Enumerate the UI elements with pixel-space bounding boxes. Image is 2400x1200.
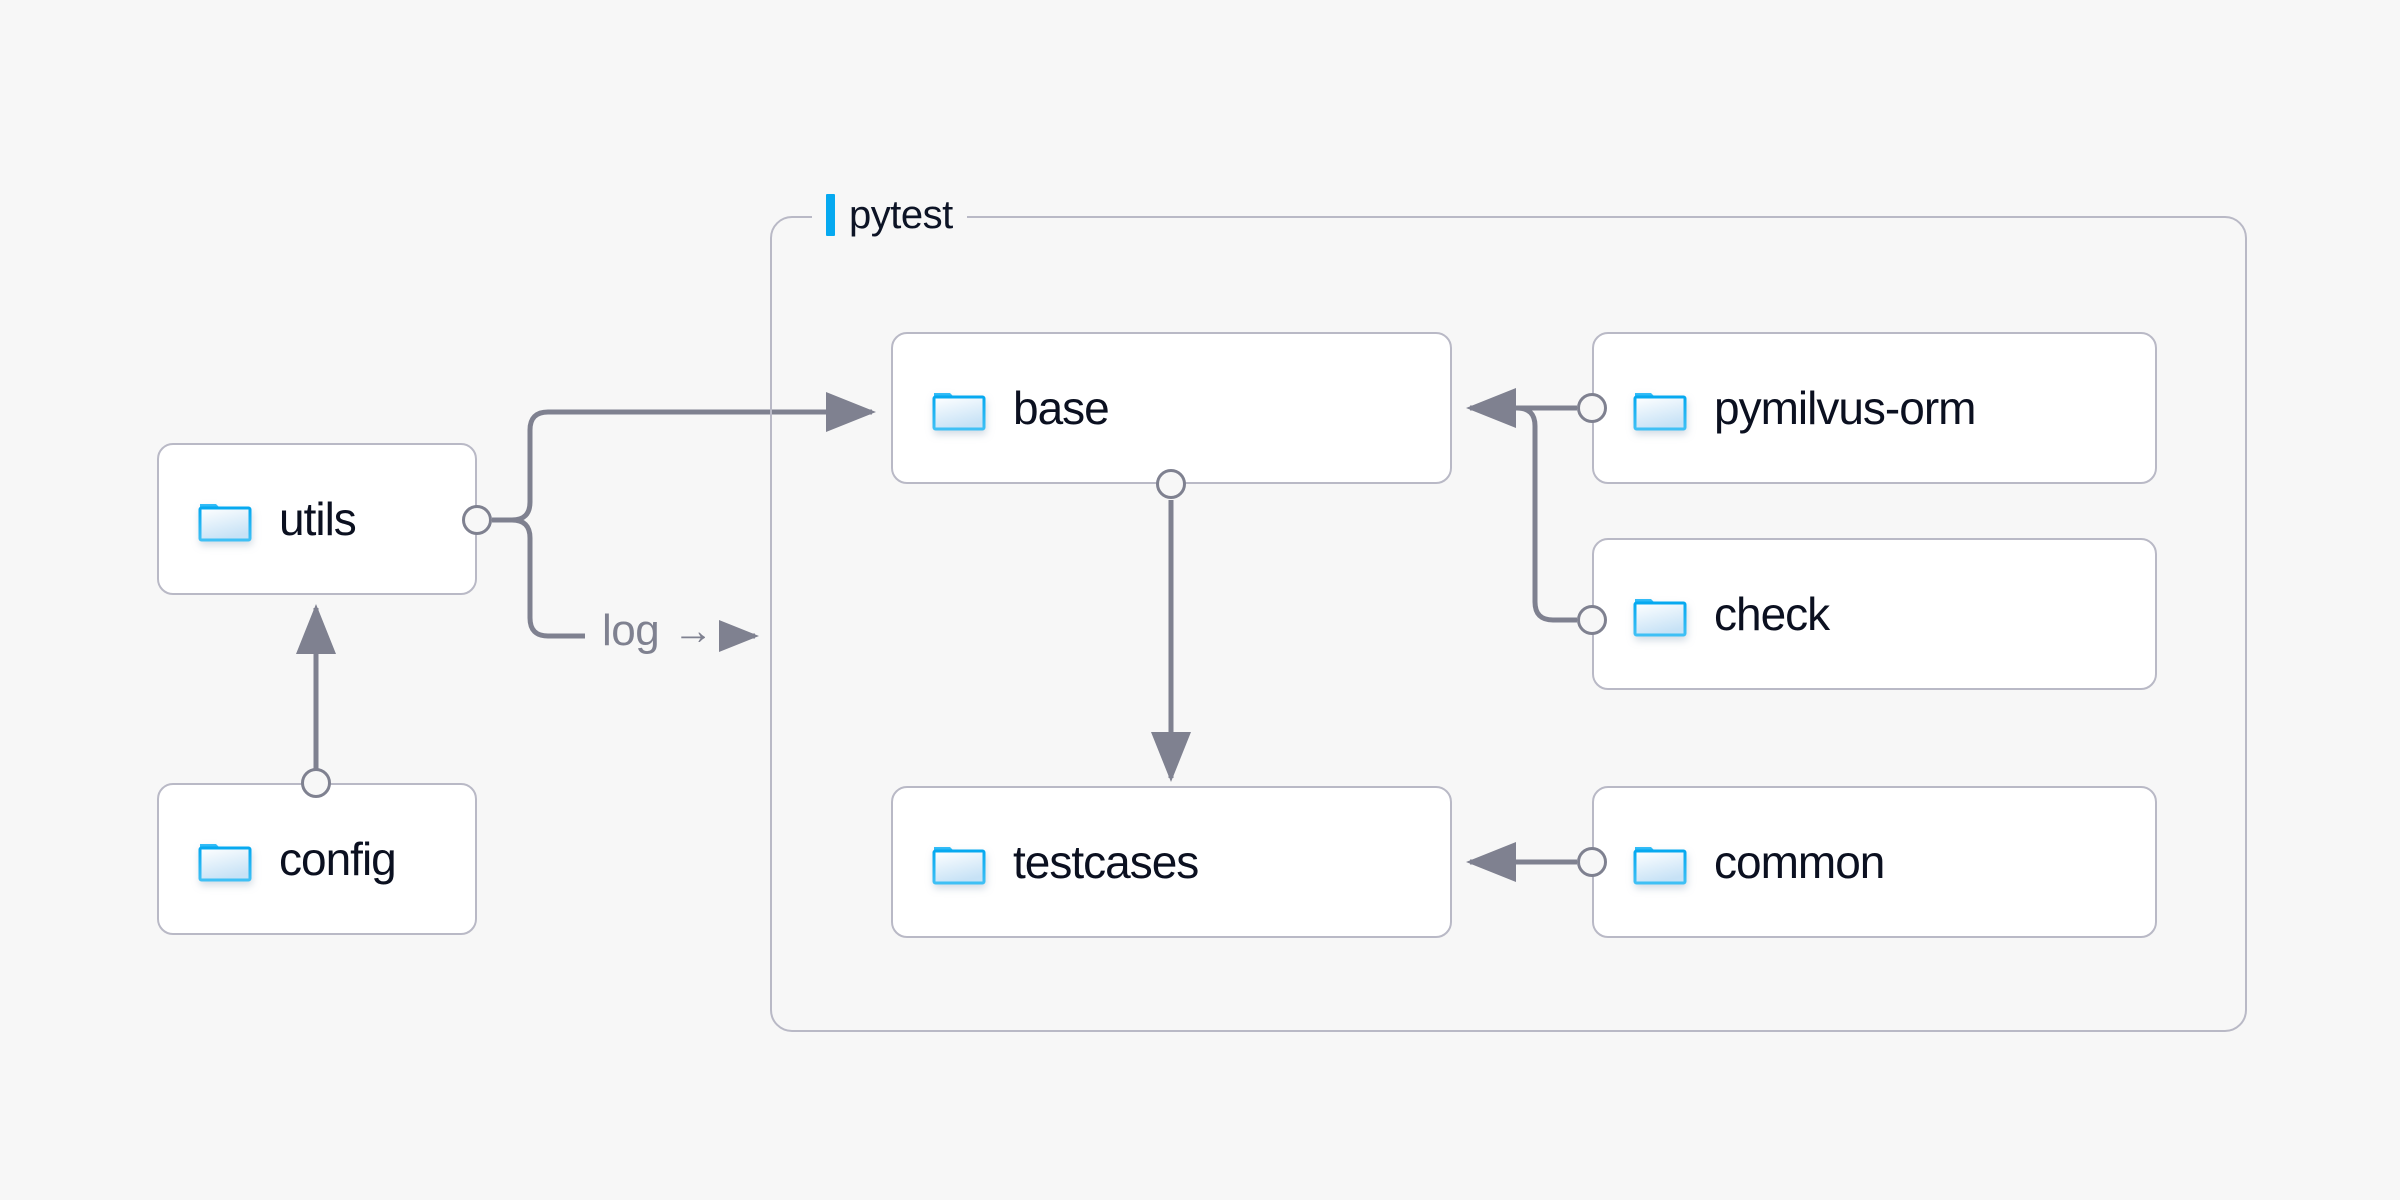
node-label: base	[1013, 382, 1110, 434]
node-label: config	[279, 833, 397, 885]
connector-dot-base-bottom[interactable]	[1156, 469, 1186, 499]
node-config[interactable]: config	[157, 783, 477, 935]
node-utils[interactable]: utils	[157, 443, 477, 595]
folder-icon	[931, 384, 987, 432]
node-base[interactable]: base	[891, 332, 1452, 484]
node-label: testcases	[1013, 836, 1199, 888]
node-label: common	[1714, 836, 1885, 888]
folder-icon	[197, 835, 253, 883]
folder-icon	[931, 838, 987, 886]
node-check[interactable]: check	[1592, 538, 2157, 690]
node-label: check	[1714, 588, 1830, 640]
node-testcases[interactable]: testcases	[891, 786, 1452, 938]
edge-label-log-text: log	[602, 606, 660, 655]
edge-label-log: log →	[596, 606, 719, 656]
connector-dot-pymilvus-left[interactable]	[1577, 393, 1607, 423]
connector-dot-common-left[interactable]	[1577, 847, 1607, 877]
arrow-right-icon: →	[673, 609, 713, 653]
node-common[interactable]: common	[1592, 786, 2157, 938]
edge-utils-to-log	[492, 517, 585, 639]
folder-icon	[1632, 384, 1688, 432]
group-title: pytest	[849, 192, 953, 237]
connector-dot-check-left[interactable]	[1577, 605, 1607, 635]
connector-dot-config-top[interactable]	[301, 768, 331, 798]
connector-dot-utils-right[interactable]	[462, 505, 492, 535]
folder-icon	[1632, 590, 1688, 638]
folder-icon	[1632, 838, 1688, 886]
node-label: utils	[279, 493, 357, 545]
group-container-pytest	[770, 216, 2247, 1032]
folder-icon	[197, 495, 253, 543]
vertical-bar-icon	[826, 194, 835, 236]
node-pymilvus-orm[interactable]: pymilvus-orm	[1592, 332, 2157, 484]
node-label: pymilvus-orm	[1714, 382, 1976, 434]
group-label-pytest: pytest	[812, 192, 967, 238]
